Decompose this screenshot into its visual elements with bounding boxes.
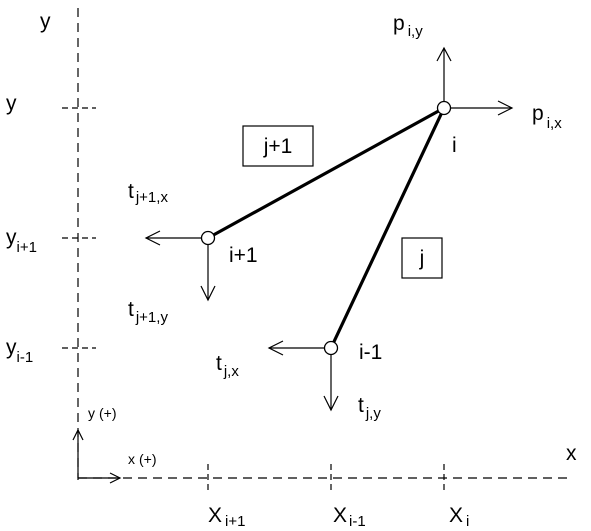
y-positive-label: y(+) <box>88 405 117 421</box>
node-i-minus-1-label: i-1 <box>359 341 382 364</box>
member-j-plus-1-label: j+1 <box>263 135 293 158</box>
member-j-plus-1-box <box>242 125 314 167</box>
member-j-plus-1 <box>206 106 446 240</box>
member-j-label: j <box>419 247 425 270</box>
x-axis-label: x <box>566 442 577 465</box>
tick-label-y-top: y <box>6 92 17 115</box>
tick-label-y-im1: yi-1 <box>6 336 33 366</box>
node-i-plus-1 <box>200 230 216 246</box>
node-i <box>436 100 452 116</box>
force-p-iy-head <box>436 46 452 62</box>
node-i-label: i <box>452 134 457 157</box>
force-t-jy-head <box>323 395 339 412</box>
member-j <box>329 106 446 350</box>
force-t-j1x-head <box>144 230 161 246</box>
force-t-j1y-head <box>200 285 216 302</box>
x-positive-arrow-head <box>109 472 122 484</box>
sign-convention: y(+) x(+) <box>72 405 157 484</box>
y-axis-label: y <box>40 10 51 33</box>
y-positive-arrow-head <box>72 428 84 441</box>
node-i-minus-1 <box>323 340 339 356</box>
node-i-plus-1-label: i+1 <box>229 244 258 267</box>
tick-label-y-i1: yi+1 <box>6 226 37 256</box>
x-positive-label: x(+) <box>128 451 157 467</box>
force-t-jx-head <box>267 340 284 356</box>
member-j-box <box>401 237 443 279</box>
force-p-ix-head <box>497 100 514 116</box>
